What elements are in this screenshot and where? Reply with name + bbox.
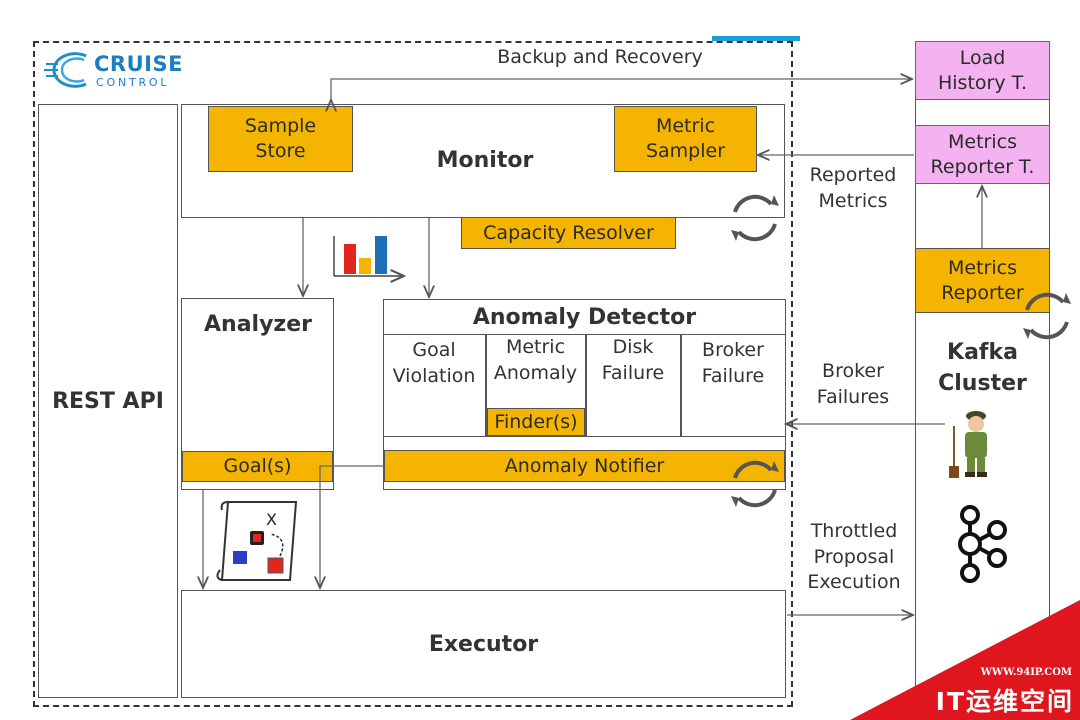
analyzer-title: Analyzer <box>204 312 312 337</box>
anomaly-notifier: Anomaly Notifier <box>384 450 785 482</box>
goal-violation-cell: Goal Violation <box>392 339 476 387</box>
goals-box: Goal(s) <box>182 451 333 482</box>
throttled-proposal-label: Throttled Proposal Execution <box>807 520 901 594</box>
metrics-reporter: Metrics Reporter <box>915 248 1050 313</box>
kafka-logo-icon <box>958 505 1007 583</box>
finders-box: Finder(s) <box>487 408 585 436</box>
backup-recovery-arrow <box>331 79 912 100</box>
notifier-to-executor-arrow <box>320 465 334 588</box>
svg-text:X: X <box>266 510 277 529</box>
executor-box: Executor <box>181 590 786 698</box>
grid-divider <box>485 334 487 437</box>
watermark-triangle <box>850 600 1080 720</box>
monitor-title: Monitor <box>436 148 534 173</box>
load-history-topic: Load History T. <box>915 41 1050 100</box>
broker-failure-cell: Broker Failure <box>701 339 765 387</box>
rest-api-label: REST API <box>52 388 164 414</box>
logo-text-cruise: CRUISE <box>94 52 183 76</box>
kafka-cluster-label: Kafka Cluster <box>938 340 1027 396</box>
anomaly-detector-grid <box>383 334 786 437</box>
sync-icon <box>731 194 779 242</box>
rest-api-box: REST API <box>38 104 178 698</box>
metric-anomaly-cell: Metric Anomaly <box>493 336 578 384</box>
executor-title: Executor <box>428 631 539 657</box>
backup-recovery-label: Backup and Recovery <box>497 46 703 68</box>
sync-icon <box>1023 292 1071 340</box>
reported-metrics-label: Reported Metrics <box>809 164 897 212</box>
disk-failure-cell: Disk Failure <box>601 336 665 384</box>
proposal-plan-icon: X <box>216 501 298 581</box>
watermark-url: WWW.94IP.COM <box>980 667 1072 678</box>
blue-accent-bar <box>712 36 800 41</box>
broker-failures-label: Broker Failures <box>816 360 890 408</box>
bar-chart-icon <box>333 236 404 276</box>
metric-sampler: Metric Sampler <box>614 106 757 172</box>
watermark-text: IT运维空间 <box>935 687 1074 716</box>
cruise-control-boundary <box>33 41 793 707</box>
metrics-reporter-topic: Metrics Reporter T. <box>915 125 1050 184</box>
grid-divider <box>585 334 587 437</box>
kafka-broker-person-icon <box>949 411 987 478</box>
logo-icon <box>44 52 87 88</box>
capacity-resolver: Capacity Resolver <box>461 217 676 249</box>
sync-icon <box>731 460 779 508</box>
logo-text-control: CONTROL <box>96 76 170 89</box>
cruise-control-logo: CRUISE CONTROL <box>44 46 184 96</box>
grid-divider <box>680 334 682 437</box>
sample-store: Sample Store <box>208 106 353 172</box>
anomaly-detector-title: Anomaly Detector <box>472 305 697 330</box>
